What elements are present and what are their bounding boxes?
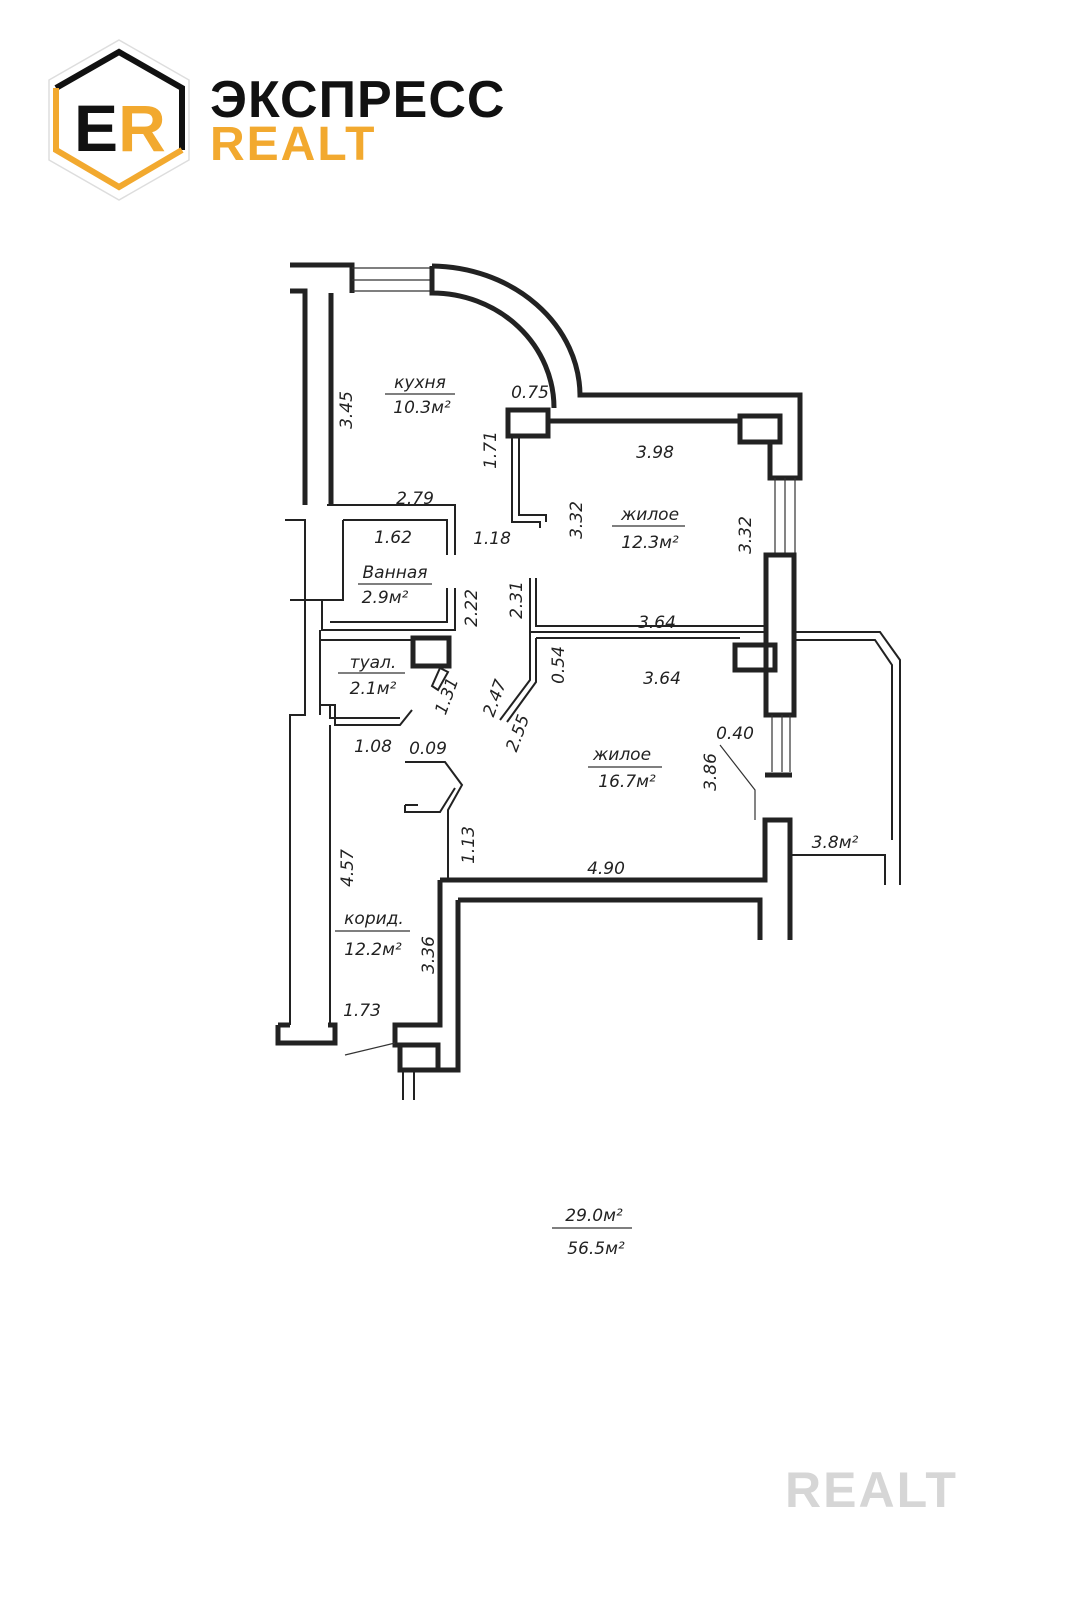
dimension: 2.22 — [462, 589, 482, 627]
room-area: 2.9м² — [362, 588, 409, 608]
dimension: 3.32 — [736, 516, 756, 554]
room-area: 3.8м² — [812, 833, 859, 853]
dimension: 1.18 — [473, 529, 511, 549]
room-name: жилое — [592, 745, 651, 765]
room-kitchen: кухня 10.3м² — [385, 373, 455, 418]
total-area: 56.5м² — [567, 1239, 625, 1259]
dimension: 1.71 — [481, 431, 501, 469]
svg-text:R: R — [118, 91, 166, 165]
hexagon-emblem-icon: E R — [48, 39, 190, 201]
dimension: 3.36 — [419, 936, 439, 974]
dimension: 2.55 — [502, 712, 534, 754]
room-labels: кухня 10.3м² жилое 12.3м² Ванная 2.9м² т… — [335, 373, 859, 960]
room-name: Ванная — [363, 563, 428, 583]
room-area: 16.7м² — [598, 772, 656, 792]
room-name: жилое — [620, 505, 679, 525]
dimension: 1.13 — [459, 826, 479, 864]
balcony-outline — [790, 631, 901, 885]
dimension: 3.98 — [636, 443, 674, 463]
dimension: 2.47 — [479, 677, 511, 720]
dimension: 4.57 — [338, 849, 358, 887]
watermark: REALT — [785, 1462, 958, 1518]
kitchen-window — [352, 267, 432, 292]
room-area: 12.3м² — [621, 533, 679, 553]
entry-leader-line — [344, 1042, 396, 1056]
room-corridor: корид. 12.2м² — [335, 909, 410, 960]
room-area: 2.1м² — [350, 679, 397, 699]
walls — [275, 262, 901, 1100]
room-balcony: 3.8м² — [812, 833, 859, 853]
window-living-1 — [774, 478, 796, 555]
dimension: 0.75 — [511, 383, 549, 403]
dimension: 1.31 — [431, 675, 463, 717]
door-leader-line — [719, 744, 756, 820]
dimension: 1.62 — [374, 528, 412, 548]
room-name: корид. — [344, 909, 404, 929]
dimension: 3.64 — [643, 669, 681, 689]
room-living-1: жилое 12.3м² — [612, 505, 685, 553]
dimension: 4.90 — [587, 859, 625, 879]
room-area: 12.2м² — [344, 940, 402, 960]
dimension: 2.79 — [396, 489, 434, 509]
living-area-total: 29.0м² — [565, 1206, 623, 1226]
svg-text:E: E — [74, 91, 118, 165]
dimension: 0.54 — [549, 646, 569, 684]
company-logo: E R ЭКСПРЕСС REALT — [44, 38, 504, 203]
dimension: 1.08 — [354, 737, 392, 757]
brand-name-line2: REALT — [210, 118, 377, 171]
dimension: 1.73 — [343, 1001, 381, 1021]
area-totals: 29.0м² 56.5м² — [552, 1206, 632, 1259]
dimension: 3.32 — [567, 501, 587, 539]
dimension: 2.31 — [507, 581, 527, 619]
room-living-2: жилое 16.7м² — [588, 745, 662, 792]
dimension-labels: 3.45 0.75 1.71 3.98 2.79 1.62 1.18 3.32 … — [337, 383, 756, 1021]
brand-name-line1: ЭКСПРЕСС — [210, 71, 506, 129]
room-area: 10.3м² — [393, 398, 451, 418]
window-living-2 — [771, 715, 791, 772]
dimension: 3.86 — [701, 753, 721, 791]
dimension: 0.40 — [716, 724, 754, 744]
room-name: кухня — [394, 373, 446, 393]
room-toilet: туал. 2.1м² — [338, 653, 405, 699]
room-name: туал. — [350, 653, 397, 673]
dimension: 3.45 — [337, 391, 357, 429]
dimension: 0.09 — [409, 739, 447, 759]
room-bathroom: Ванная 2.9м² — [358, 563, 432, 608]
dimension: 3.64 — [638, 613, 676, 633]
